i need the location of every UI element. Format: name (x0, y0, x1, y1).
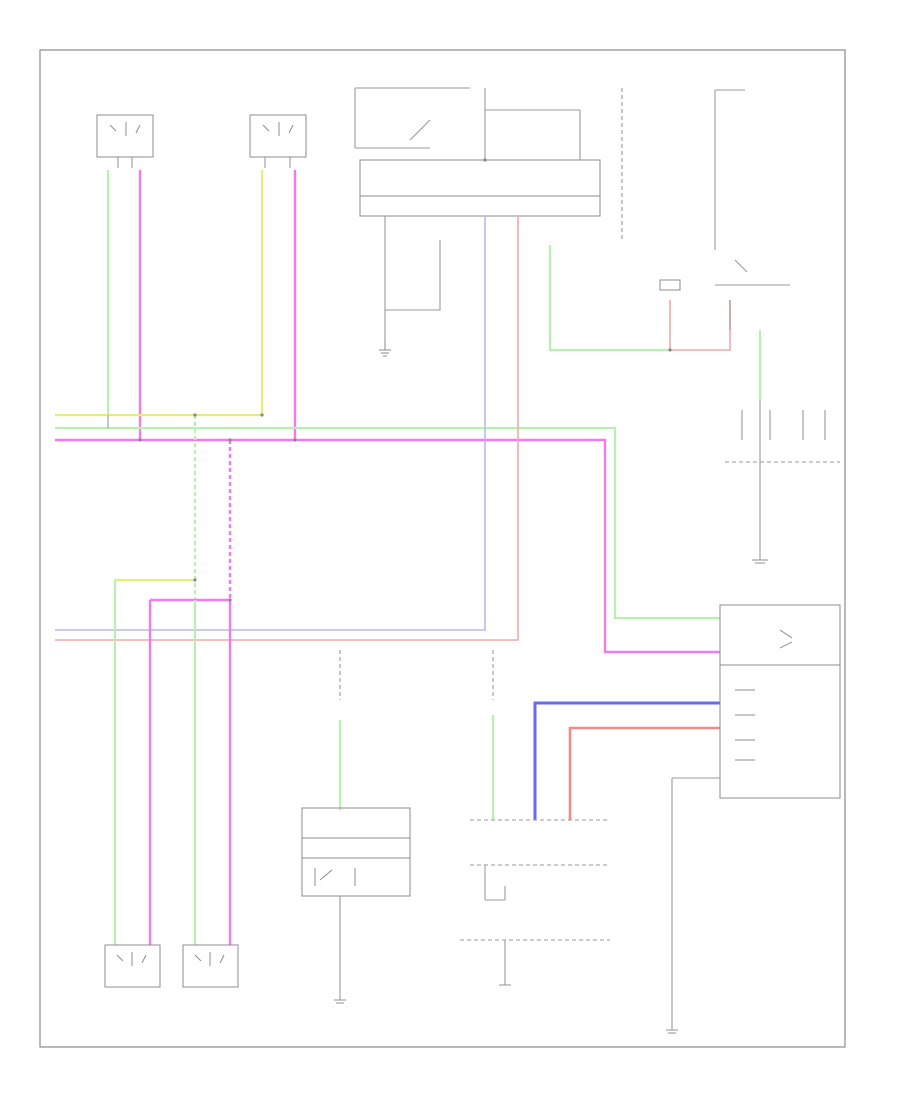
wire-red-ant (669, 300, 731, 351)
bus-green (55, 426, 720, 620)
antenna-amplifier (659, 89, 790, 330)
wire-blue-signal (55, 216, 486, 631)
rear-driver-door-speaker (182, 944, 239, 988)
rear-passenger-door-speaker (104, 944, 161, 988)
wire-black-ground (384, 216, 441, 311)
radio-audio-unit (354, 87, 623, 240)
wire-yellowgreen-fds (55, 170, 264, 417)
ground-symbol-left (379, 340, 391, 357)
connector-dots (138, 158, 672, 602)
wire-red-signal (55, 216, 519, 641)
connector-block (666, 604, 841, 1034)
diagram-frame (39, 49, 846, 1048)
bus-pink (55, 438, 720, 654)
steering-switch (301, 650, 411, 1004)
audio-control-module (460, 650, 720, 986)
wire-green-ant (548, 245, 670, 352)
clock-spring (725, 400, 840, 564)
front-driver-door-speaker (249, 114, 307, 168)
front-passenger-door-speaker (96, 114, 154, 168)
